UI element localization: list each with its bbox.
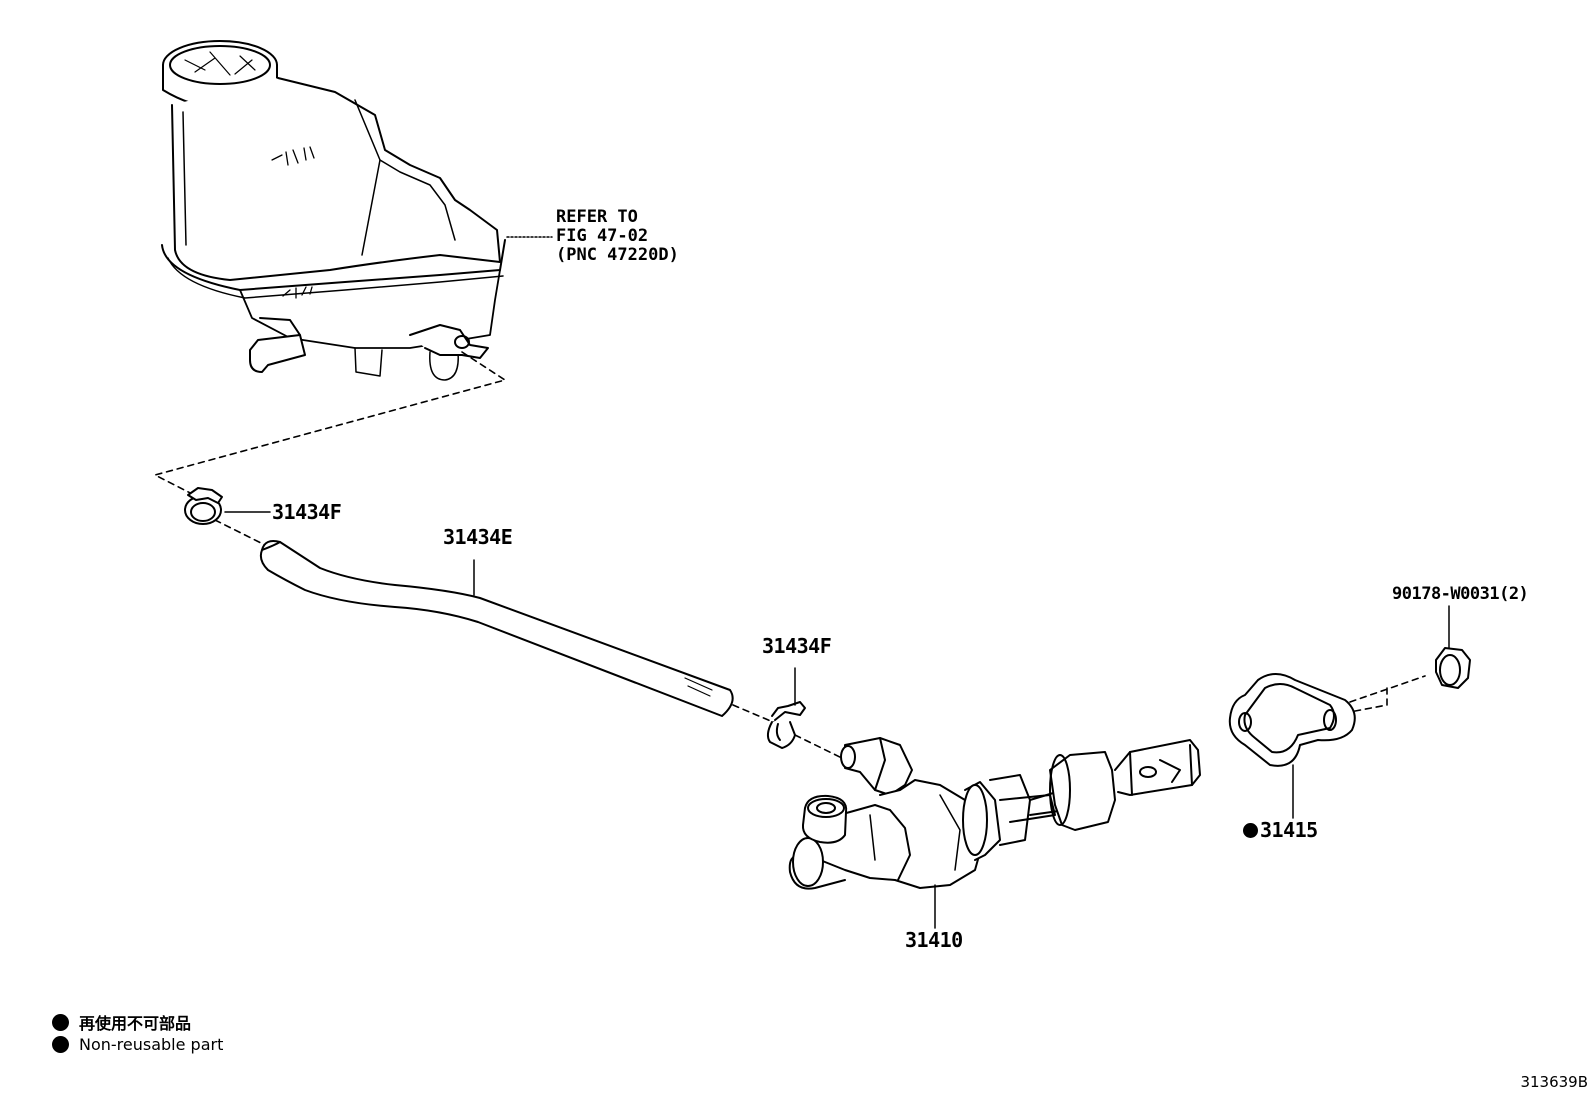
figure-number: 313639B bbox=[1520, 1073, 1588, 1091]
reference-line-1: REFER TO bbox=[556, 207, 638, 227]
assembly-line-clamp-to-cylinder bbox=[794, 734, 851, 763]
part-label-31434f-upper[interactable]: 31434F bbox=[272, 500, 342, 524]
hose-clamp-upper-drawing bbox=[184, 487, 223, 525]
part-label-31434f-lower[interactable]: 31434F bbox=[762, 634, 832, 658]
part-label-90178-w0031[interactable]: 90178-W0031(2) bbox=[1392, 584, 1529, 604]
nut-drawing bbox=[1435, 647, 1471, 689]
reference-line-3: (PNC 47220D) bbox=[556, 245, 679, 265]
part-label-31415-text: 31415 bbox=[1260, 818, 1318, 842]
gasket-drawing bbox=[1228, 673, 1356, 767]
hose-drawing bbox=[259, 540, 734, 717]
part-label-31434e[interactable]: 31434E bbox=[443, 525, 513, 549]
non-reusable-bullet-icon bbox=[1243, 822, 1258, 838]
legend-english-text: Non-reusable part bbox=[79, 1035, 224, 1054]
assembly-line-clamp-to-hose bbox=[214, 519, 266, 546]
assembly-line-nut-to-gasket bbox=[1349, 675, 1426, 713]
reference-line-2: FIG 47-02 bbox=[556, 226, 649, 246]
legend-japanese-text: 再使用不可部品 bbox=[79, 1014, 192, 1033]
non-reusable-bullet-icon bbox=[52, 1036, 69, 1053]
reference-note: REFER TO FIG 47-02 (PNC 47220D) bbox=[556, 208, 679, 265]
part-label-31410[interactable]: 31410 bbox=[905, 928, 963, 952]
assembly-line-hose-to-clamp bbox=[732, 704, 781, 726]
legend-english: Non-reusable part bbox=[52, 1035, 223, 1054]
assembly-line-tank-to-clamp bbox=[154, 351, 506, 499]
non-reusable-bullet-icon bbox=[52, 1013, 69, 1031]
reservoir-tank-drawing bbox=[161, 40, 553, 381]
part-label-31415[interactable]: 31415 bbox=[1243, 820, 1318, 840]
hose-clamp-lower-drawing bbox=[766, 701, 806, 749]
master-cylinder-drawing bbox=[788, 737, 1201, 890]
legend-japanese: 再使用不可部品 bbox=[52, 1010, 191, 1034]
